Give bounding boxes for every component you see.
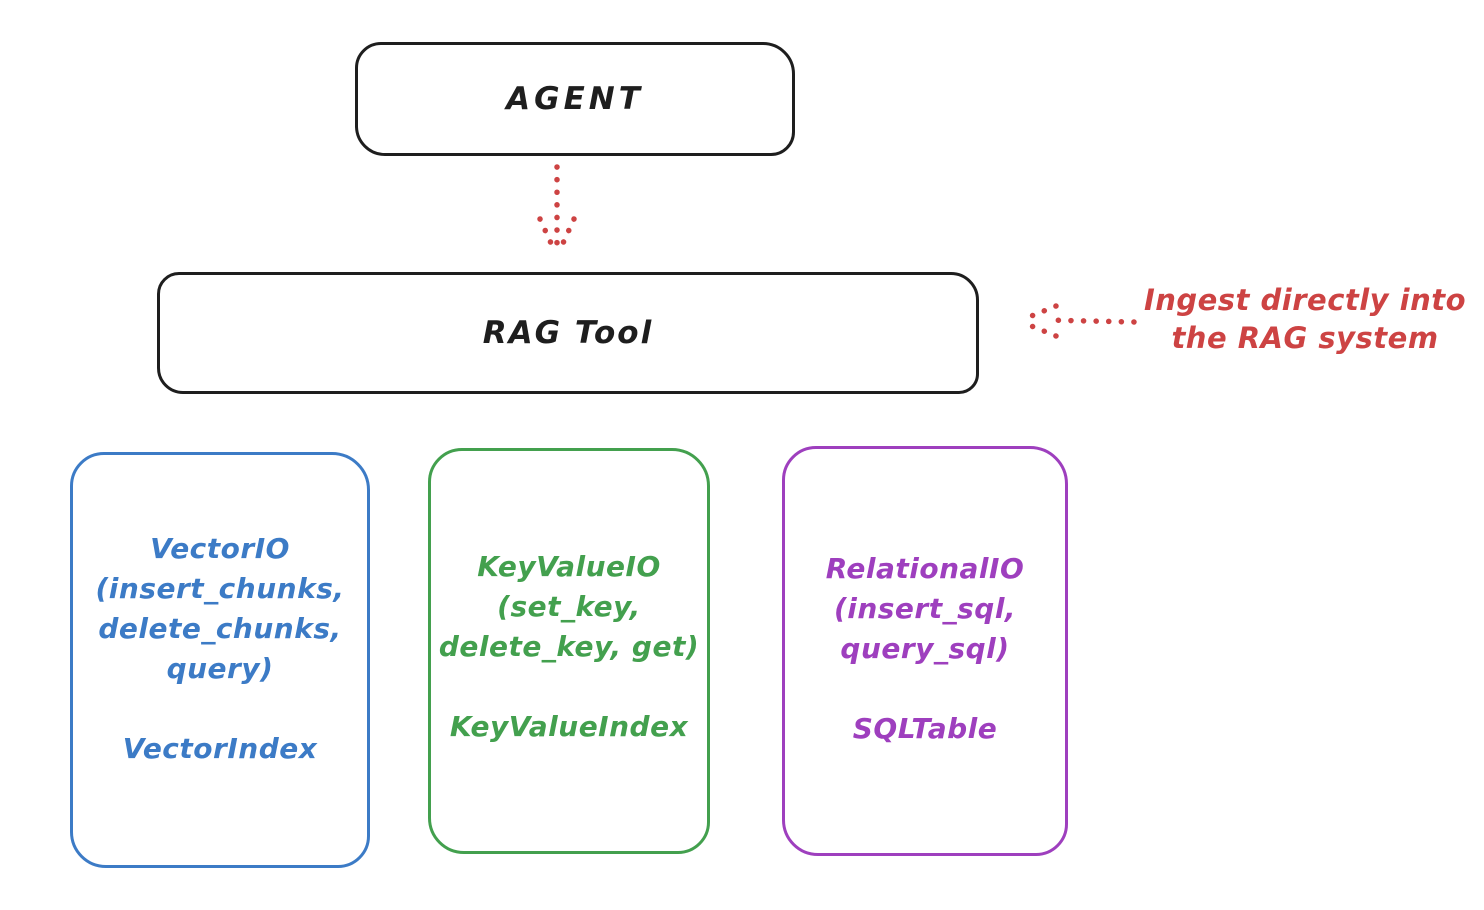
keyvalue-io-methods-line2: delete_key, get)	[438, 630, 700, 663]
agent-label: AGENT	[506, 81, 644, 117]
rag-tool-label: RAG Tool	[482, 315, 654, 351]
ingest-annotation-line2: the RAG system	[1171, 321, 1439, 355]
sql-table-label: SQLTable	[852, 712, 998, 745]
vector-index-label: VectorIndex	[122, 732, 318, 765]
vector-io-methods-line3: query)	[166, 652, 274, 685]
relational-io-methods-line1: (insert_sql,	[833, 592, 1017, 625]
rag-tool-box: RAG Tool	[157, 272, 979, 394]
vector-io-methods-line2: delete_chunks,	[98, 612, 342, 645]
vector-io-title: VectorIO	[150, 532, 290, 565]
keyvalue-index-label: KeyValueIndex	[449, 710, 689, 743]
ingest-annotation: Ingest directly into the RAG system	[1138, 281, 1472, 357]
vector-io-box: VectorIO (insert_chunks, delete_chunks, …	[70, 452, 370, 868]
keyvalue-io-methods-line1: (set_key,	[497, 590, 641, 623]
relational-io-methods-line2: query_sql)	[840, 632, 1010, 665]
relational-io-box: RelationalIO (insert_sql, query_sql) SQL…	[782, 446, 1068, 856]
keyvalue-io-title: KeyValueIO	[477, 550, 661, 583]
vector-io-methods-line1: (insert_chunks,	[95, 572, 345, 605]
relational-io-title: RelationalIO	[825, 552, 1025, 585]
agent-box: AGENT	[355, 42, 795, 156]
arrow-down-icon	[537, 164, 577, 257]
ingest-annotation-line1: Ingest directly into	[1143, 283, 1467, 317]
arrow-left-icon	[1021, 303, 1137, 339]
keyvalue-io-box: KeyValueIO (set_key, delete_key, get) Ke…	[428, 448, 710, 854]
